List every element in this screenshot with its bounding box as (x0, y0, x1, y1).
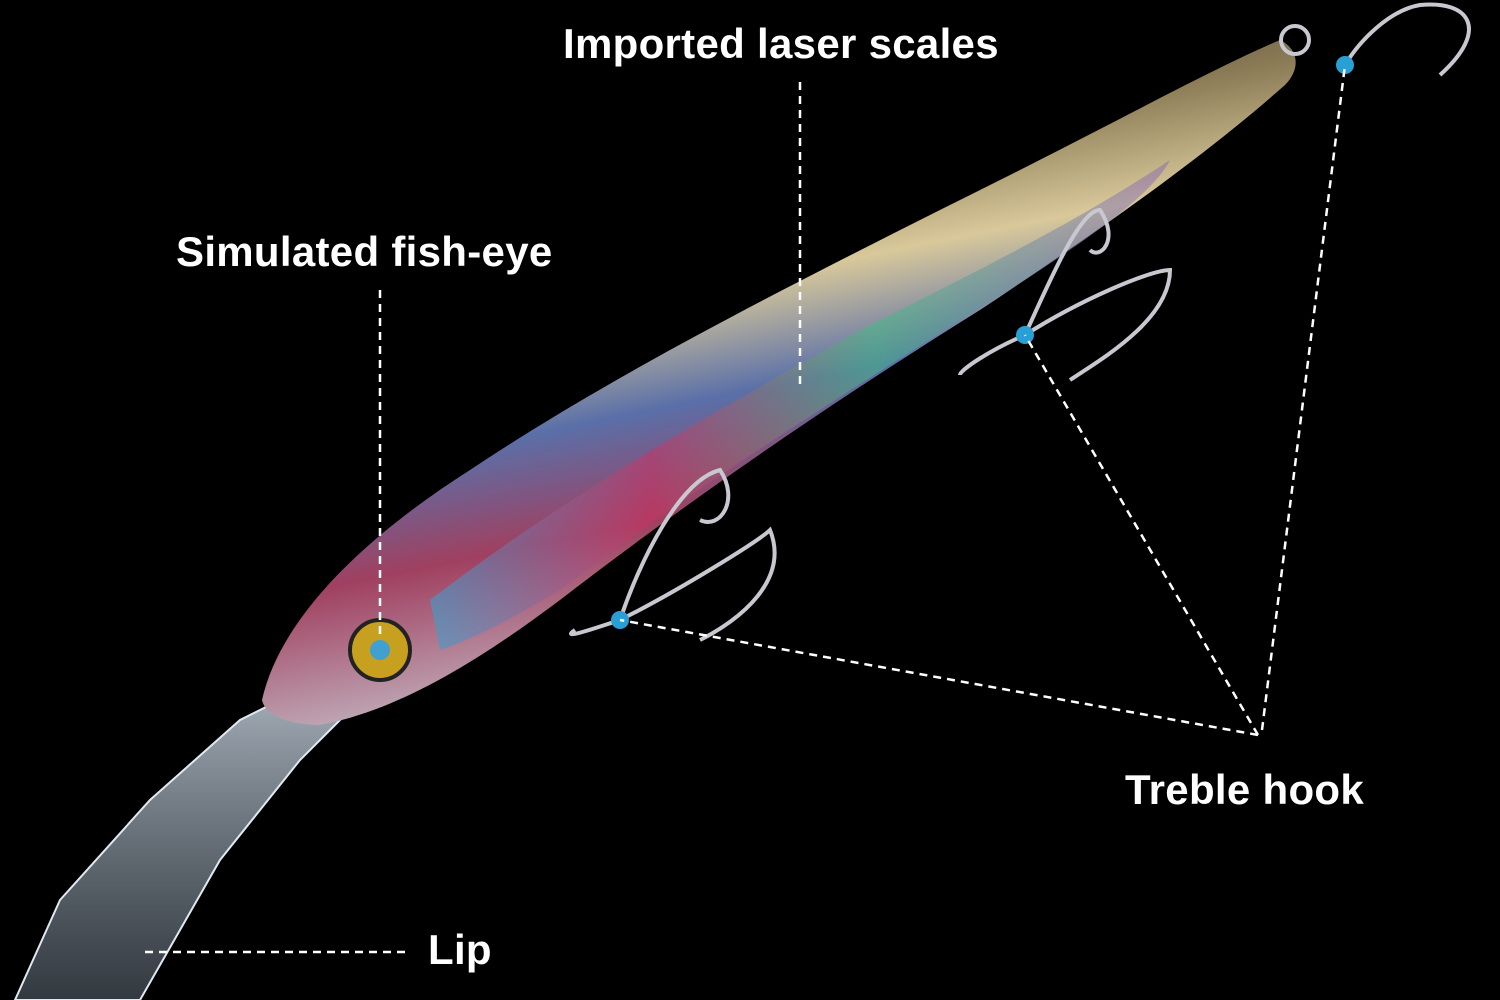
leader-lines (145, 64, 1347, 954)
label-laser-scales: Imported laser scales (563, 20, 999, 67)
label-treble-hook: Treble hook (1125, 766, 1365, 813)
label-lip: Lip (428, 926, 492, 973)
lure-lip (13, 698, 342, 1000)
label-fish-eye: Simulated fish-eye (176, 228, 553, 275)
treble-hooks (569, 2, 1471, 642)
lure-holographic-scales (430, 160, 1170, 650)
